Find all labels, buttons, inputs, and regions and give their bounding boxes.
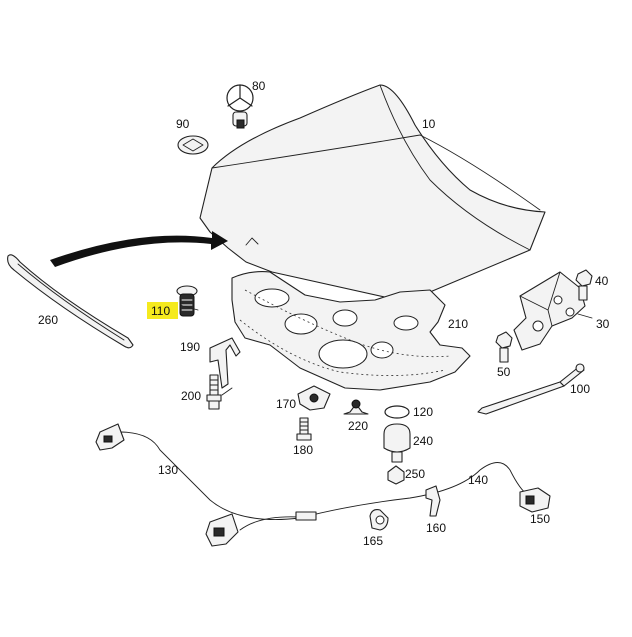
callout-10[interactable]: 10	[422, 117, 436, 131]
hood-hinge[interactable]	[513, 271, 586, 351]
release-lever[interactable]	[205, 513, 239, 547]
callout-110[interactable]: 110	[151, 304, 170, 318]
callout-240[interactable]: 240	[413, 434, 433, 448]
callout-40[interactable]: 40	[595, 274, 609, 288]
callout-250[interactable]: 250	[405, 467, 425, 481]
leader-lines	[179, 304, 593, 396]
callout-130[interactable]: 130	[158, 463, 178, 477]
callout-210[interactable]: 210	[448, 317, 468, 331]
callout-170[interactable]: 170	[276, 397, 296, 411]
highlight-110	[147, 302, 178, 319]
washer[interactable]	[384, 405, 410, 419]
cable-guide[interactable]	[369, 509, 389, 531]
hinge-mount-bolt[interactable]	[495, 331, 513, 363]
callout-80[interactable]: 80	[252, 79, 266, 93]
pointer-arrow	[50, 231, 228, 267]
callout-160[interactable]: 160	[426, 521, 446, 535]
hood-bump-stop[interactable]	[176, 285, 198, 317]
callout-260[interactable]: 260	[38, 313, 58, 327]
mat-clip[interactable]	[343, 399, 369, 415]
buffer-nut[interactable]	[387, 465, 405, 485]
hinge-bolt[interactable]	[575, 269, 593, 301]
release-cable[interactable]	[119, 431, 529, 531]
callout-30[interactable]: 30	[596, 317, 610, 331]
callout-50[interactable]: 50	[497, 365, 511, 379]
callout-200[interactable]: 200	[181, 389, 201, 403]
cable-holder[interactable]	[425, 485, 441, 517]
latch-connector[interactable]	[519, 487, 551, 513]
star-emblem[interactable]	[226, 84, 254, 129]
callout-90[interactable]: 90	[176, 117, 190, 131]
rubber-buffer[interactable]	[383, 423, 411, 463]
callout-220[interactable]: 220	[348, 419, 368, 433]
cable-clip[interactable]	[297, 385, 331, 411]
bracket-screw[interactable]	[206, 374, 222, 410]
callout-140[interactable]: 140	[468, 473, 488, 487]
hood-panel[interactable]	[199, 84, 546, 301]
gas-spring[interactable]	[477, 363, 585, 415]
release-handle[interactable]	[95, 423, 125, 451]
hood-seal-strip[interactable]	[7, 254, 134, 349]
callout-100[interactable]: 100	[570, 382, 590, 396]
insulation-mat[interactable]	[231, 271, 471, 391]
callout-165[interactable]: 165	[363, 534, 383, 548]
callout-180[interactable]: 180	[293, 443, 313, 457]
callout-190[interactable]: 190	[180, 340, 200, 354]
callout-120[interactable]: 120	[413, 405, 433, 419]
clip-screw[interactable]	[296, 417, 312, 441]
emblem-base[interactable]	[177, 135, 209, 155]
hood-bracket[interactable]	[209, 337, 241, 389]
callout-150[interactable]: 150	[530, 512, 550, 526]
